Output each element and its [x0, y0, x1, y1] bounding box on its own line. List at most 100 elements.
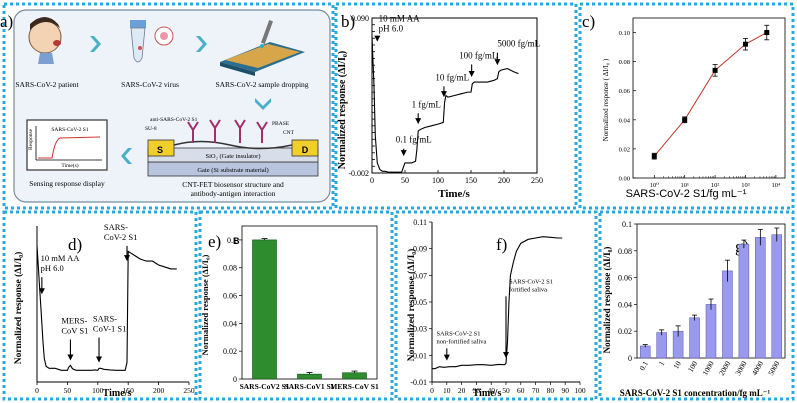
chip-icon — [220, 20, 305, 76]
chevron-right-icon — [196, 36, 207, 52]
x-tick-label: SARS-CoV2 S1 — [240, 382, 290, 391]
annotation-arrow-head — [123, 255, 130, 262]
x-tick-label: 1 — [657, 359, 667, 367]
y-tick-label: 0.06 — [223, 292, 237, 301]
y-tick-label: 0.04 — [223, 319, 237, 328]
bar — [689, 317, 700, 359]
annotation-label: 10 mM AA — [379, 13, 421, 23]
panel-d-ylabel: Normalized response (ΔI/I₀) — [13, 252, 24, 365]
screen-s1-label: SARS-CoV-2 S1 — [51, 127, 88, 133]
bar — [705, 304, 717, 359]
annotation-label: CoV-1 S1 — [93, 324, 126, 334]
x-tick-label: 200 — [498, 176, 510, 185]
panel-f-ylabel: Normalized response (ΔI/I₀) — [406, 249, 417, 362]
x-tick-label: 0 — [370, 176, 374, 185]
y-tick-label: 0.06 — [618, 274, 632, 283]
y-tick-label: 0.01 — [413, 351, 427, 360]
panel-frame — [334, 2, 578, 210]
structure-label-line1: CNT-FET biosensor structure and — [182, 180, 284, 189]
annotation-label: SARS- — [93, 314, 117, 324]
panel-d-letter: d) — [68, 235, 82, 254]
plot-frame — [632, 17, 786, 179]
x-tick-label: 10 — [443, 386, 451, 395]
annotation-arrow-head — [503, 352, 509, 358]
chevron-right-icon — [90, 36, 101, 52]
y-tick-label: 0.03 — [413, 325, 427, 334]
y-tick-label: 0.00 — [619, 176, 630, 183]
y-tick-label: 0.1 — [622, 220, 632, 229]
panel-c-ylabel: Normalized response ( ΔI/I₀ ) — [602, 58, 610, 141]
panel-b-ylabel: Normalized response (ΔI/I₀) — [337, 51, 348, 170]
x-tick-label: 40 — [487, 386, 495, 395]
x-tick-label: 100 — [92, 386, 104, 395]
x-tick-label: 200 — [153, 386, 165, 395]
x-tick-label: 150 — [123, 386, 135, 395]
annotation-label: 10 fg/mL — [435, 72, 469, 82]
sio2-label: SiO₂ (Gate insulator) — [206, 153, 261, 160]
panel-c-letter: c) — [582, 12, 595, 31]
x-tick-label: 20 — [458, 386, 466, 395]
response-display-icon — [26, 119, 108, 171]
bar — [722, 270, 733, 359]
screen-time-label: Time(s) — [61, 162, 78, 169]
annotation-arrow-head — [374, 35, 381, 42]
annotation-label: SARS-CoV-2 S1 — [436, 330, 480, 337]
series-line — [653, 32, 767, 157]
data-point — [742, 41, 748, 47]
gate-label: Gate (Si substrate material) — [197, 167, 268, 174]
series-line — [432, 236, 563, 370]
annotation-arrow-head — [443, 354, 450, 361]
panel-frame — [598, 210, 795, 401]
source-label: S — [157, 145, 163, 155]
virus-label: SARS-CoV-2 virus — [121, 80, 179, 89]
x-tick-label: 100 — [432, 176, 444, 185]
x-tick-label: 10² — [711, 182, 720, 189]
x-tick-label: 100 — [574, 386, 586, 395]
drain-label: D — [302, 145, 309, 155]
y-tick-label: 0.11 — [413, 218, 427, 227]
anti-label: anti-SARS-CoV-2 S1 — [150, 117, 198, 123]
panel-a-letter: a) — [0, 12, 13, 31]
x-tick-label: SARS-CoV1 S1 — [285, 382, 335, 391]
x-tick-label: 90 — [561, 386, 569, 395]
annotation-label: pH 6.0 — [379, 23, 404, 33]
x-tick-label: 10⁰ — [650, 182, 660, 189]
plot-frame — [371, 17, 538, 174]
x-tick-label: 50 — [401, 176, 409, 185]
display-label: Sensing response display — [29, 179, 105, 188]
annotation-label: MERS- — [61, 316, 87, 326]
y-tick-label: 0.07 — [413, 271, 427, 280]
y-tick-label: -0.01 — [410, 378, 427, 387]
y-tick-label: 0.05 — [413, 298, 427, 307]
panel-b-xlabel: Time/s — [438, 188, 470, 200]
virus-tube-icon — [130, 20, 174, 63]
panel-b-letter: b) — [341, 12, 355, 31]
x-tick-label: 80 — [547, 386, 555, 395]
panel-c-xlabel: SARS-CoV-2 S1/fg mL⁻¹ — [626, 188, 747, 200]
x-tick-label: 10³ — [741, 182, 750, 189]
x-tick-label: 50 — [64, 386, 72, 395]
y-tick-label: 0 — [233, 375, 237, 384]
annotation-arrow-head — [96, 356, 103, 363]
annotation-label: 0.1 fg/mL — [396, 135, 432, 145]
su8-label: SU-8 — [145, 126, 157, 132]
cnt-fet-structure — [147, 119, 319, 177]
bar — [771, 234, 783, 359]
x-tick-label: 1000 — [700, 359, 715, 377]
y-tick-label: 0.08 — [619, 59, 630, 66]
series-line — [371, 36, 519, 173]
bar — [639, 345, 651, 359]
y-tick-label: 0.090 — [351, 14, 369, 23]
y-tick-label: -0.002 — [348, 169, 369, 178]
panel-g-ylabel: Normalized response (ΔI/I₀) — [602, 247, 612, 354]
x-tick-label: 4000 — [750, 359, 765, 377]
screen-response-label: Response — [28, 128, 34, 150]
panel-g-xlabel: SARS-CoV-2 S1 concentration/fg mL⁻¹ — [620, 388, 771, 398]
patient-icon — [28, 17, 62, 64]
y-tick-label: 0.04 — [618, 300, 632, 309]
y-tick-label: 0.10 — [619, 30, 630, 37]
